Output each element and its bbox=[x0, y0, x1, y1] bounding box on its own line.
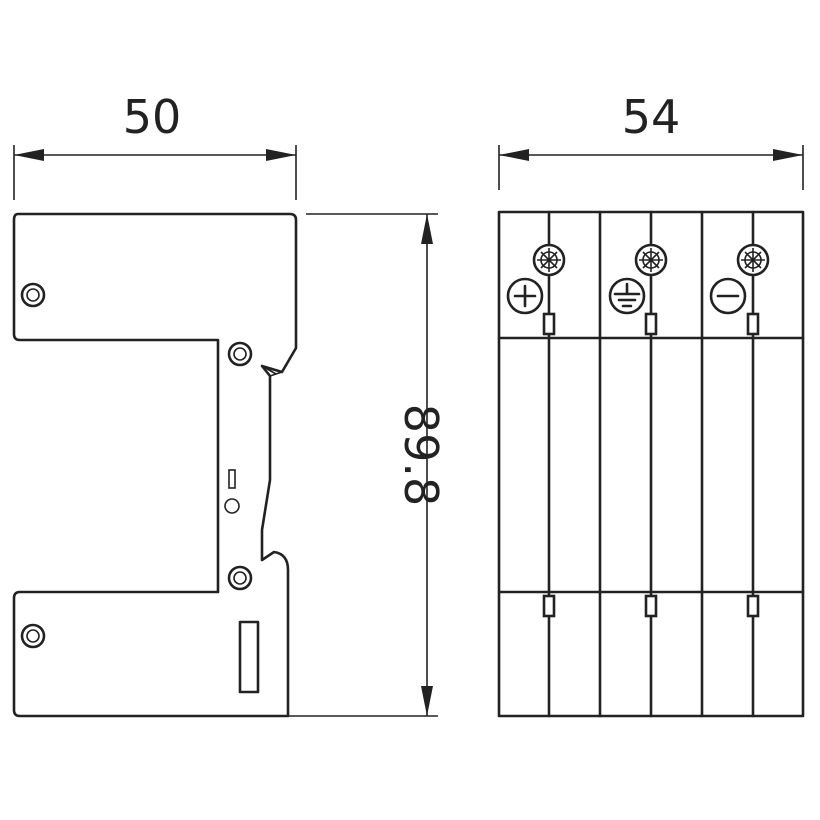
terminal-screw-icon bbox=[634, 243, 668, 277]
side-width-label: 50 bbox=[123, 90, 182, 144]
front-view bbox=[497, 210, 805, 718]
dimension-side-width: 50 bbox=[13, 90, 297, 200]
dimension-front-width: 54 bbox=[498, 90, 804, 190]
minus-icon bbox=[709, 277, 747, 315]
module-3 bbox=[709, 210, 770, 718]
plus-icon bbox=[506, 277, 544, 315]
mount-screw-icon bbox=[227, 341, 253, 367]
side-view bbox=[12, 212, 298, 718]
earth-ground-icon bbox=[608, 277, 646, 315]
label-window bbox=[238, 620, 260, 694]
side-view-outline bbox=[12, 212, 298, 718]
terminal-screw-icon bbox=[736, 243, 770, 277]
dimension-height: 89.8 bbox=[284, 213, 448, 717]
module-2 bbox=[608, 210, 668, 718]
front-width-label: 54 bbox=[622, 90, 681, 144]
mount-screw-icon bbox=[227, 565, 253, 591]
terminal-screw-icon bbox=[532, 243, 566, 277]
height-label: 89.8 bbox=[394, 404, 448, 506]
status-indicator-icon bbox=[224, 469, 240, 514]
mount-screw-icon bbox=[20, 282, 46, 308]
din-rail-clip bbox=[261, 365, 283, 377]
module-1 bbox=[506, 210, 566, 718]
mount-screw-icon bbox=[20, 623, 46, 649]
